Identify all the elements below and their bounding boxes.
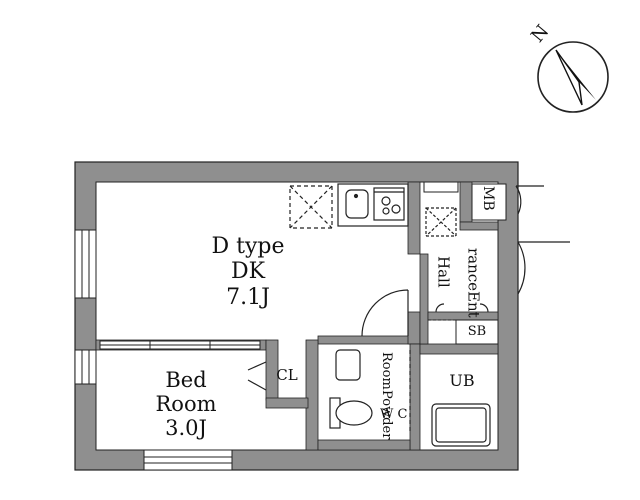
bedroom-label-line3: 3.0J [165,416,207,441]
bath-fixtures [431,403,491,447]
compass-needle-icon [556,50,596,100]
powder-room-label: Powder Room [378,352,394,440]
entrance-label: Ent rance [464,248,483,318]
dk-right-wall-lower [407,311,421,345]
kitchen [289,183,457,237]
compass [537,41,609,113]
hall-label: Hall [434,256,453,288]
entrance-wall [459,221,499,231]
bath-top-wall [419,343,499,355]
shoe-box [455,319,499,345]
sb-door-icon [435,303,489,313]
bedroom-bottom-window [143,449,233,471]
meter-box-label: MB [480,186,497,211]
closet-label: CL [276,366,298,384]
entrance-label-line1: Ent [464,291,483,318]
mb-door-icon [515,185,544,215]
sb-top-wall [427,311,499,321]
dk-label-line1: D type [211,234,285,259]
closet-door-icon [247,361,267,391]
doors [247,185,570,391]
powder-bottom-wall [317,439,411,451]
hall-left-wall [419,253,429,345]
shoe-box-label: SB [467,324,487,339]
powder-room-label-line2: Room [378,352,394,390]
dk-window [74,229,97,299]
powder-right-wall [409,343,421,451]
meter-box [471,183,507,221]
unit-bath-label: UB [449,371,475,390]
powder-room-fixtures [329,349,411,432]
entrance-label-line2: rance [464,248,483,292]
windows [74,181,459,471]
dk-label-line3: 7.1J [226,284,270,310]
dk-label: D type DK 7.1J [208,234,288,310]
sink-icon [345,189,369,219]
wc-label: W C [380,407,408,422]
powder-room-label-line1: Powder [378,389,394,440]
bedroom-right-wall [305,339,319,451]
mb-wall [459,181,473,223]
bedroom-label-line1: Bed [165,368,207,392]
closet-bottom-wall [265,397,309,409]
bedroom-side-window [74,349,97,385]
dk-top-window [423,181,459,193]
bedroom-sliding-door [99,340,261,350]
toilet-icon [335,400,373,426]
compass-needle-tail-icon [555,49,583,106]
powder-door-icon [361,289,409,337]
bedroom-label: Bed Room 3.0J [146,368,226,440]
bedroom-label-line2: Room [155,392,217,417]
dk-right-wall [407,181,421,255]
front-door-icon [517,241,570,295]
dk-lower-wall [317,335,417,345]
compass-circle [537,41,609,113]
washbasin-icon [335,349,361,381]
dk-label-line2: DK [230,259,266,285]
